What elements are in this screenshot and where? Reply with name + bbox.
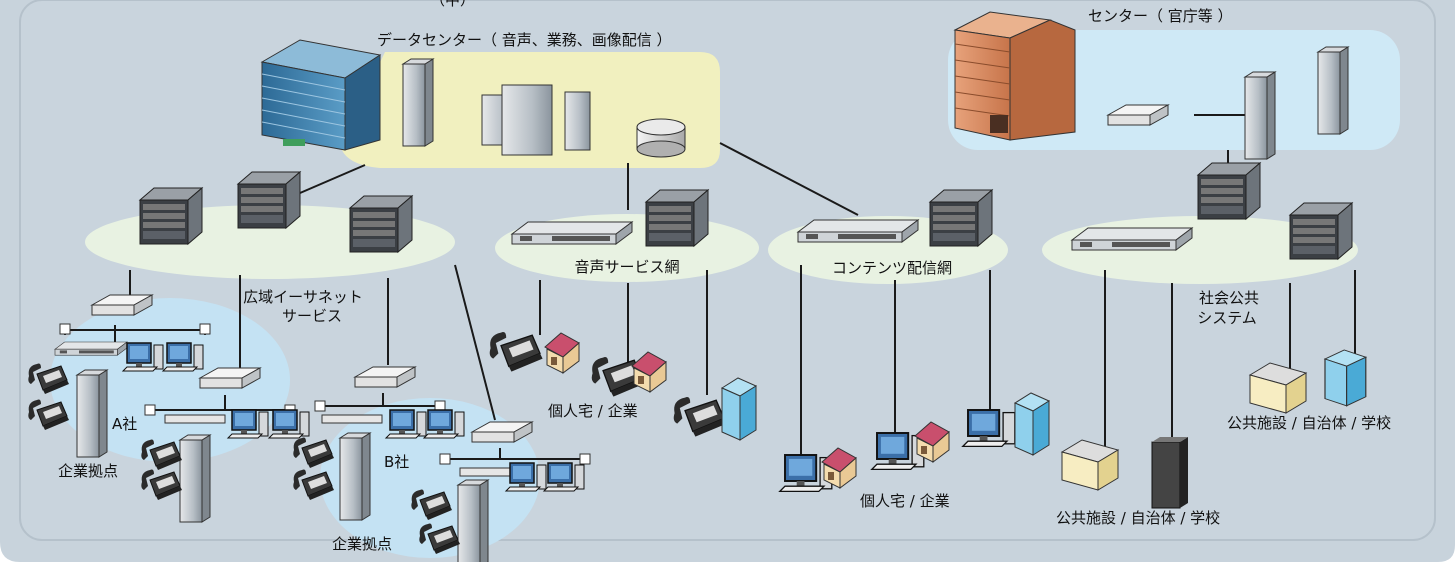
public-system-label-line1: 社会公共 [1198, 289, 1260, 307]
router-icon [929, 189, 993, 247]
wide-area-label-line1: 広域イーサネット [243, 288, 363, 306]
pbx-icon [457, 479, 489, 562]
router-icon [237, 171, 301, 229]
pc-icon [543, 462, 585, 492]
apartment-tower-icon [1151, 436, 1189, 509]
public-building-icon [1061, 439, 1119, 491]
office-building-icon [721, 377, 757, 441]
pc-icon [385, 409, 427, 439]
voice-users-label: 個人宅 / 企業 [548, 402, 638, 420]
storage-cylinder-icon [636, 118, 686, 158]
pc-icon [961, 409, 1016, 448]
gov-building [953, 11, 1076, 141]
server-tower-icon [402, 58, 434, 147]
pbx-icon [339, 432, 371, 521]
switch-icon [797, 219, 919, 243]
school-icon [1249, 362, 1307, 414]
company-b-base-label: 企業拠点 [332, 535, 393, 553]
city-hall-icon [1324, 349, 1367, 407]
pbx-icon [179, 434, 211, 523]
pc-icon [870, 432, 925, 471]
router-icon [1197, 162, 1261, 220]
company-b-label: B社 [384, 453, 410, 471]
router-icon [349, 195, 413, 253]
server-rack-icon [481, 84, 591, 156]
public-facilities-label-1: 公共施設 / 自治体 / 学校 [1056, 509, 1221, 527]
company-a-base-label: 企業拠点 [58, 462, 119, 480]
switch-icon [511, 221, 633, 245]
office-building-icon [1014, 392, 1050, 456]
router-icon [139, 187, 203, 245]
company-a-label: A社 [112, 415, 138, 433]
datacenter-title: データセンター（ 音声、業務、画像配信 ） [377, 31, 672, 49]
gov-server-2-icon [1317, 46, 1349, 135]
content-network-label: コンテンツ配信網 [831, 259, 953, 277]
datacenter-building [260, 39, 382, 151]
wide-area-label-line2: サービス [281, 307, 343, 325]
pc-icon [505, 462, 547, 492]
public-system-label-line2: システム [1197, 309, 1257, 327]
pc-icon [268, 409, 310, 439]
gov-server-icon [1244, 71, 1276, 160]
pc-icon [227, 409, 269, 439]
voice-network-label: 音声サービス網 [574, 258, 680, 276]
pc-icon [423, 409, 465, 439]
public-facilities-label-2: 公共施設 / 自治体 / 学校 [1227, 414, 1392, 432]
router-icon [645, 189, 709, 247]
router-icon [1289, 202, 1353, 260]
pbx-icon [76, 369, 108, 458]
pc-icon [162, 342, 204, 372]
gov-center-title: センター（ 官庁等 ） [1088, 7, 1233, 25]
header-fragment: （中） [430, 0, 476, 9]
lan-switch-icon [54, 341, 128, 356]
switch-icon [1071, 227, 1193, 251]
pc-icon [122, 342, 164, 372]
content-users-label: 個人宅 / 企業 [860, 492, 950, 510]
